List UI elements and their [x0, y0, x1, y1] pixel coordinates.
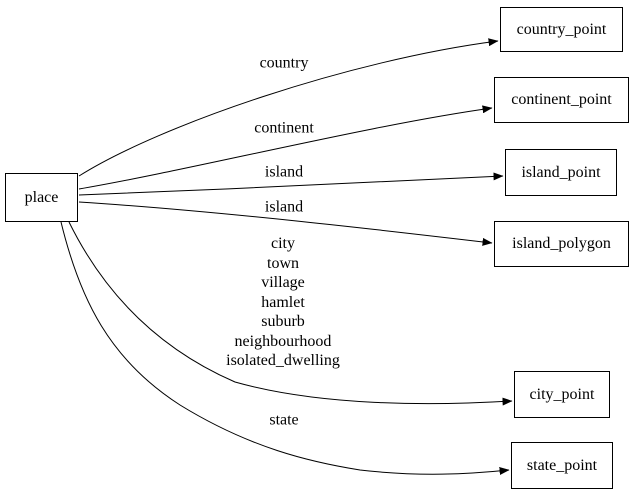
- edge-place-island_polygon: [78, 201, 493, 246]
- edge-place-city_point: [68, 221, 513, 406]
- edge-label-neighbourhood: neighbourhood: [234, 332, 332, 350]
- edge-label-suburb: suburb: [261, 312, 305, 330]
- edge-label-village: village: [261, 273, 305, 291]
- edge-label-island-polygon: island: [264, 198, 304, 216]
- edge-place-island_point: [78, 172, 504, 196]
- edge-label-state: state: [269, 411, 299, 429]
- node-continent-point: continent_point: [494, 77, 629, 123]
- edge-label-isolated-dwelling: isolated_dwelling: [226, 351, 340, 369]
- edge-place-continent_point: [78, 105, 493, 190]
- node-island-point: island_point: [505, 149, 617, 196]
- edge-label-town: town: [266, 254, 299, 272]
- edge-label-country: country: [259, 54, 309, 72]
- edge-label-hamlet: hamlet: [261, 293, 305, 311]
- node-place: place: [5, 173, 78, 222]
- edge-label-city: city: [270, 234, 295, 252]
- edge-place-country_point: [78, 38, 499, 177]
- node-state-point: state_point: [511, 442, 613, 489]
- node-country-point: country_point: [500, 7, 623, 52]
- node-city-point: city_point: [514, 371, 610, 418]
- edge-label-island-point: island: [264, 163, 304, 181]
- node-island-polygon: island_polygon: [494, 221, 629, 267]
- edge-place-state_point: [60, 221, 510, 475]
- edge-label-continent: continent: [254, 119, 314, 137]
- edge-label-city-group: city town village hamlet suburb neighbou…: [226, 234, 340, 371]
